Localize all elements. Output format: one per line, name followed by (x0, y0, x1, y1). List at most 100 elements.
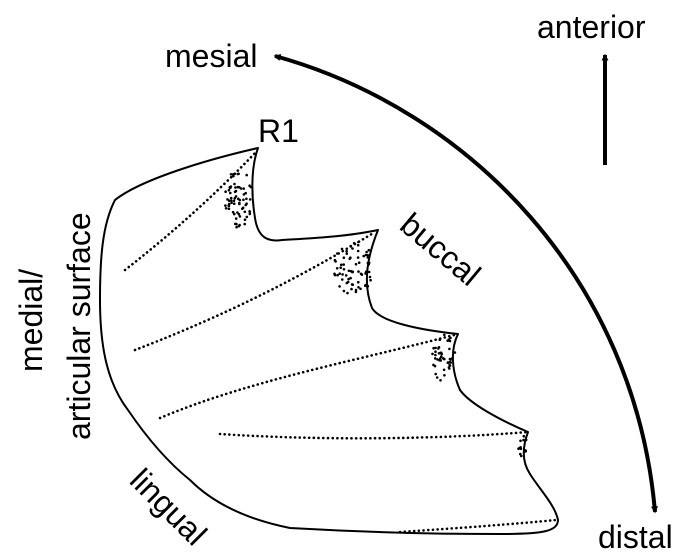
stipple-dot (357, 250, 360, 253)
stipple-dot (228, 208, 231, 211)
stipple-dot (224, 204, 227, 207)
label-lingual: lingual (123, 461, 214, 552)
stipple-dot (351, 283, 354, 286)
stipple-dot (228, 189, 231, 192)
stipple-dot (449, 358, 452, 361)
stipple-dot (244, 204, 247, 207)
stipple-dot (364, 284, 367, 287)
stipple-dot (520, 448, 523, 451)
stipple-dot (431, 353, 434, 356)
stipple-dot (365, 254, 368, 257)
stipple-dot (245, 174, 248, 177)
stipple-dot (341, 248, 344, 251)
stipple-dot (355, 263, 358, 266)
stipple-dot (228, 199, 231, 202)
stipple-dot (336, 274, 339, 277)
stipple-dot (443, 374, 446, 377)
stipple-groups (224, 173, 527, 458)
ridge-line-4 (220, 432, 528, 438)
ridge-line-2 (135, 232, 375, 350)
stipple-dot (224, 190, 227, 193)
stipple-dot (365, 251, 368, 254)
stipple-dot (241, 207, 244, 210)
label-buccal: buccal (394, 206, 488, 293)
stipple-dot (434, 373, 437, 376)
label-anterior: anterior (537, 9, 646, 45)
stipple-dot (340, 264, 343, 267)
stipple-dot (368, 249, 371, 252)
stipple-dot (345, 250, 348, 253)
stipple-dot (434, 357, 437, 360)
ridge-line-1 (125, 152, 256, 270)
stipple-dot (368, 271, 371, 274)
stipple-dot (341, 278, 344, 281)
stipple-dot (235, 226, 238, 229)
ridge-line-5 (400, 520, 556, 532)
stipple-dot (349, 256, 352, 259)
label-r1: R1 (258, 113, 299, 149)
stipple-dot (434, 365, 437, 368)
stipple-dot (230, 173, 233, 176)
stipple-dot (229, 192, 232, 195)
stipple-dot (523, 435, 526, 438)
stipple-dot (347, 281, 350, 284)
ridge-lines (125, 152, 556, 532)
stipple-dot (443, 369, 446, 372)
stipple-dot (336, 267, 339, 270)
stipple-dot (233, 213, 236, 216)
stipple-dot (238, 224, 241, 227)
stipple-dot (358, 261, 361, 264)
stipple-dot (357, 244, 360, 247)
stipple-dot (244, 211, 247, 214)
stipple-dot (228, 203, 231, 206)
stipple-dot (233, 183, 236, 186)
stipple-dot (234, 191, 237, 194)
stipple-dot (233, 202, 236, 205)
stipple-dot (449, 340, 452, 343)
stipple-dot (446, 339, 449, 342)
stipple-dot (351, 247, 354, 250)
stipple-dot (235, 223, 238, 226)
stipple-dot (349, 245, 352, 248)
stipple-dot (519, 453, 522, 456)
stipple-dot (338, 272, 341, 275)
stipple-dot (365, 271, 368, 274)
stipple-dot (246, 216, 249, 219)
stipple-dot (436, 376, 439, 379)
stipple-dot (234, 197, 237, 200)
stipple-dot (454, 351, 457, 354)
stipple-dot (355, 289, 358, 292)
stipple-dot (439, 357, 442, 360)
stipple-dot (443, 334, 446, 337)
stipple-dot (348, 270, 351, 273)
stipple-dot (238, 202, 241, 205)
stipple-dot (339, 266, 342, 269)
label-mesial: mesial (165, 38, 257, 74)
label-distal: distal (598, 519, 673, 555)
stipple-dot (357, 270, 360, 273)
stipple-dot (369, 279, 372, 282)
stipple-dot (243, 223, 246, 226)
stipple-dot (237, 198, 240, 201)
stipple-dot (434, 354, 437, 357)
stipple-dot (238, 213, 241, 216)
stipple-dot (525, 439, 528, 442)
stipple-dot (449, 337, 452, 340)
stipple-dot (448, 348, 451, 351)
stipple-dot (517, 447, 520, 450)
stipple-dot (230, 197, 233, 200)
stipple-dot (522, 439, 525, 442)
stipple-dot (357, 281, 360, 284)
stipple-dot (350, 288, 353, 291)
stipple-dot (519, 440, 522, 443)
stipple-dot (336, 252, 339, 255)
ridge-line-3 (160, 334, 458, 418)
stipple-dot (342, 263, 345, 266)
label-articular-surface: articular surface (61, 212, 97, 440)
stipple-dot (439, 379, 442, 382)
stipple-dot (249, 198, 252, 201)
stipple-dot (242, 199, 245, 202)
stipple-dot (343, 268, 346, 271)
stipple-dot (235, 217, 238, 220)
